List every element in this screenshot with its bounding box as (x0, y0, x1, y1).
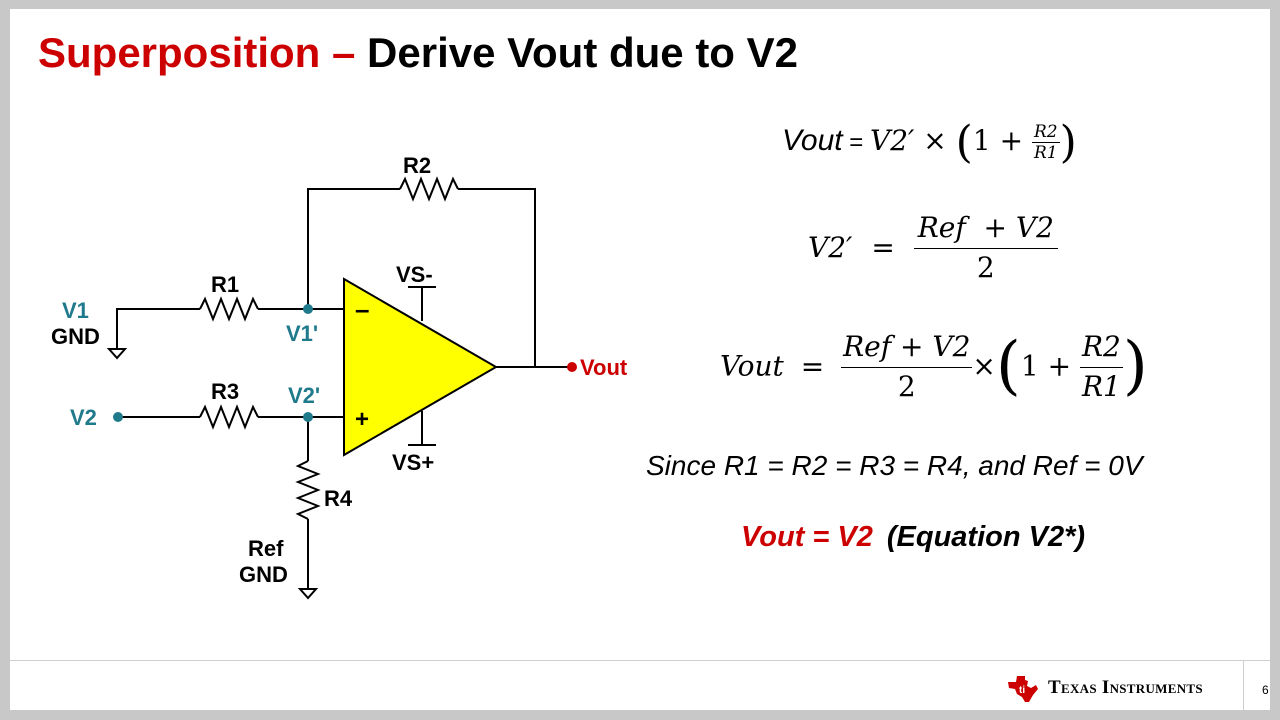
vout-node (567, 362, 577, 372)
eq2-num: Ref + V2 (913, 211, 1058, 249)
eq2-den: 2 (976, 251, 995, 284)
eq1-den: R1 (1033, 143, 1058, 163)
r2-label: R2 (403, 153, 431, 178)
title-black: Derive Vout due to V2 (367, 29, 799, 76)
eq3-num2: R2 (1079, 330, 1123, 368)
svg-text:ti: ti (1019, 685, 1025, 696)
v2p-node (303, 412, 313, 422)
r4-label: R4 (324, 486, 353, 511)
circuit-diagram: R2 R1 R3 R4 VS- VS+ V1 GND V1' V2 V2' Re… (51, 153, 628, 600)
eq3-num: Ref + V2 (841, 330, 973, 368)
feedback-wire (307, 188, 400, 309)
result-line: Vout = V2 (Equation V2*) (741, 521, 1085, 554)
ti-logo-text: Texas Instruments (1048, 677, 1203, 698)
slide: Superposition – Derive Vout due to V2 (10, 9, 1270, 710)
r3-label: R3 (211, 379, 239, 404)
ref-label: Ref (248, 536, 284, 561)
eq3-den: 2 (897, 369, 916, 403)
vs-minus-label: VS- (396, 262, 433, 287)
r4-resistor (295, 460, 321, 520)
eq3-equals: = (800, 349, 825, 383)
gnd1-label: GND (51, 324, 100, 349)
eq1-lhs: Vout (782, 124, 843, 157)
eq3-paren-close: ) (1122, 329, 1148, 403)
eq1-times: × (923, 124, 947, 157)
eq2-equals: = (871, 231, 895, 264)
noninverting-sign: + (355, 406, 369, 433)
ti-logo: ti Texas Instruments (1006, 673, 1203, 703)
opamp-triangle (343, 277, 498, 457)
v1-label: V1 (62, 298, 89, 323)
feedback-wire-right (458, 188, 536, 367)
eq1-equals: = (842, 129, 870, 156)
eq2-lhs: V2′ (808, 231, 853, 264)
vs-plus-label: VS+ (392, 450, 434, 475)
gnd1-symbol (106, 348, 128, 360)
eq3-paren-open: ( (995, 329, 1021, 403)
eq3-one: 1 (1020, 349, 1039, 383)
eq1-one: 1 (972, 124, 991, 157)
eq1-plus: + (999, 124, 1024, 157)
eq1-num: R2 (1031, 122, 1060, 143)
r2-resistor (399, 176, 459, 202)
result-note: (Equation V2*) (886, 521, 1086, 553)
vout-label: Vout (580, 355, 628, 380)
page-number: 6 (1262, 683, 1269, 697)
inverting-sign: – (355, 294, 369, 324)
footer-vertical-divider (1243, 660, 1244, 710)
r1-label: R1 (211, 272, 239, 297)
eq3-lhs: Vout (720, 349, 784, 383)
title-red: Superposition – (38, 29, 368, 76)
eq3-den2: R1 (1081, 369, 1121, 403)
v1p-node (303, 304, 313, 314)
assumption-text: Since R1 = R2 = R3 = R4, and Ref = 0V (646, 450, 1143, 481)
r3-resistor (199, 404, 259, 430)
v1p-label: V1' (286, 321, 318, 346)
page-title: Superposition – Derive Vout due to V2 (38, 29, 798, 77)
eq3-times: × (972, 349, 996, 383)
v1-wire (116, 308, 200, 334)
v2-source-node (113, 412, 123, 422)
footer-divider (10, 660, 1270, 661)
eq1-paren-open: ( (955, 117, 973, 168)
v2-label: V2 (70, 405, 97, 430)
ti-map-icon: ti (1008, 676, 1038, 702)
gnd2-symbol (297, 588, 319, 600)
result-equation: Vout = V2 (741, 521, 873, 553)
r1-resistor (199, 296, 259, 322)
eq1-term: V2′ (869, 124, 915, 157)
v2p-label: V2' (288, 383, 320, 408)
gnd2-label: GND (239, 562, 288, 587)
eq3-plus: + (1047, 349, 1072, 383)
eq1-paren-close: ) (1059, 117, 1077, 168)
